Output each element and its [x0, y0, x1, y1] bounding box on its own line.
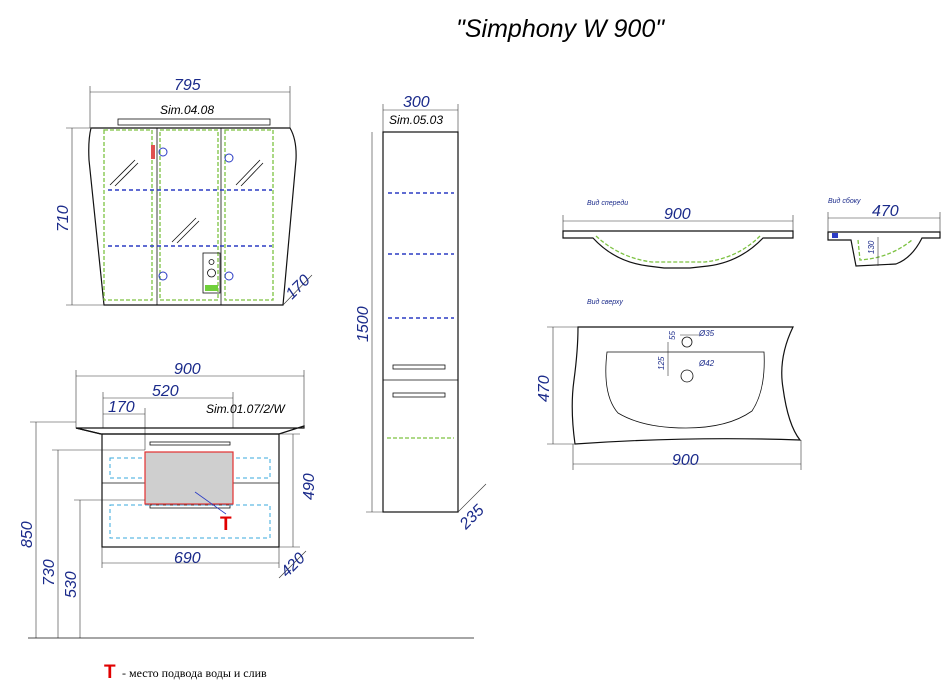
basin-side-shape [827, 231, 941, 267]
hinge-marker [151, 145, 155, 159]
top-view-label: Вид сверху [587, 298, 623, 306]
mirror-cabinet-drawing: 795 Sim.04.08 710 [55, 77, 314, 306]
legend: T - место подвода воды и слив [104, 662, 267, 683]
legend-marker: T [104, 662, 116, 683]
basin-front-shape [562, 230, 794, 269]
vanity-depth-dim: 420 [278, 550, 309, 581]
vanity-width-dim: 900 [174, 361, 201, 378]
drain-hole-icon [680, 369, 694, 383]
floor-to-siphon-dim: 730 [41, 559, 58, 586]
vanity-countertop [75, 425, 305, 435]
floor-to-drain-dim: 530 [63, 571, 80, 598]
column-cabinet-drawing: 300 Sim.05.03 1500 235 [355, 94, 488, 534]
mirror-depth-dim: 170 [283, 272, 314, 303]
knob-icon [224, 271, 234, 281]
basin-front-view: Вид спереди 900 [562, 199, 794, 269]
plumbing-area [144, 451, 234, 505]
basin-side-view: Вид сбоку 470 130 [827, 197, 941, 267]
knob-icon [158, 147, 168, 157]
basin-bowl [605, 351, 765, 429]
side-depth-dim: 470 [872, 203, 899, 220]
mirror-lamp [117, 118, 271, 126]
vanity-body [101, 433, 280, 548]
mirror-body [88, 127, 297, 306]
bottom-width-dim: 690 [174, 550, 201, 567]
vanity-model-label: Sim.01.07/2/W [206, 402, 286, 416]
column-height-dim: 1500 [355, 306, 372, 342]
column-model-label: Sim.05.03 [389, 113, 443, 127]
vanity-height-dim: 490 [301, 473, 318, 500]
column-handle [392, 392, 446, 398]
column-body [382, 131, 459, 513]
column-handle [392, 364, 446, 370]
inner-width-dim: 520 [152, 383, 179, 400]
plumbing-marker: T [220, 514, 232, 535]
drawer-offset-dim: 170 [108, 399, 135, 416]
top-depth-dim: 470 [536, 375, 553, 402]
power-socket-icon [202, 252, 221, 294]
mirror-height-dim: 710 [55, 205, 72, 232]
floor-to-top-dim: 850 [19, 521, 36, 548]
drain-offset-dim: 125 [657, 356, 666, 370]
side-view-label: Вид сбоку [828, 197, 861, 205]
basin-top-view: Вид сверху 55 125 Ø35 Ø42 470 900 [536, 298, 802, 470]
page-title: "Simphony W 900" [456, 15, 665, 43]
front-width-dim: 900 [664, 206, 691, 223]
drain-diameter-label: Ø42 [698, 359, 715, 368]
tap-diameter-label: Ø35 [698, 329, 715, 338]
tap-offset-dim: 55 [668, 331, 677, 340]
legend-text: - место подвода воды и слив [122, 666, 267, 680]
column-width-dim: 300 [403, 94, 430, 111]
column-depth-dim: 235 [456, 502, 488, 534]
mirror-width-dim: 795 [174, 77, 201, 94]
front-view-label: Вид спереди [587, 199, 628, 207]
knob-icon [158, 271, 168, 281]
top-width-dim: 900 [672, 452, 699, 469]
vanity-handle [149, 441, 231, 446]
side-height-dim: 130 [867, 240, 876, 254]
knob-icon [224, 153, 234, 163]
basin-top-shape [571, 326, 802, 445]
mirror-model-label: Sim.04.08 [160, 103, 214, 117]
vanity-cabinet-drawing: 900 520 170 Sim.01.07/2/W T 490 [19, 361, 474, 639]
tap-hole-icon [681, 336, 693, 348]
